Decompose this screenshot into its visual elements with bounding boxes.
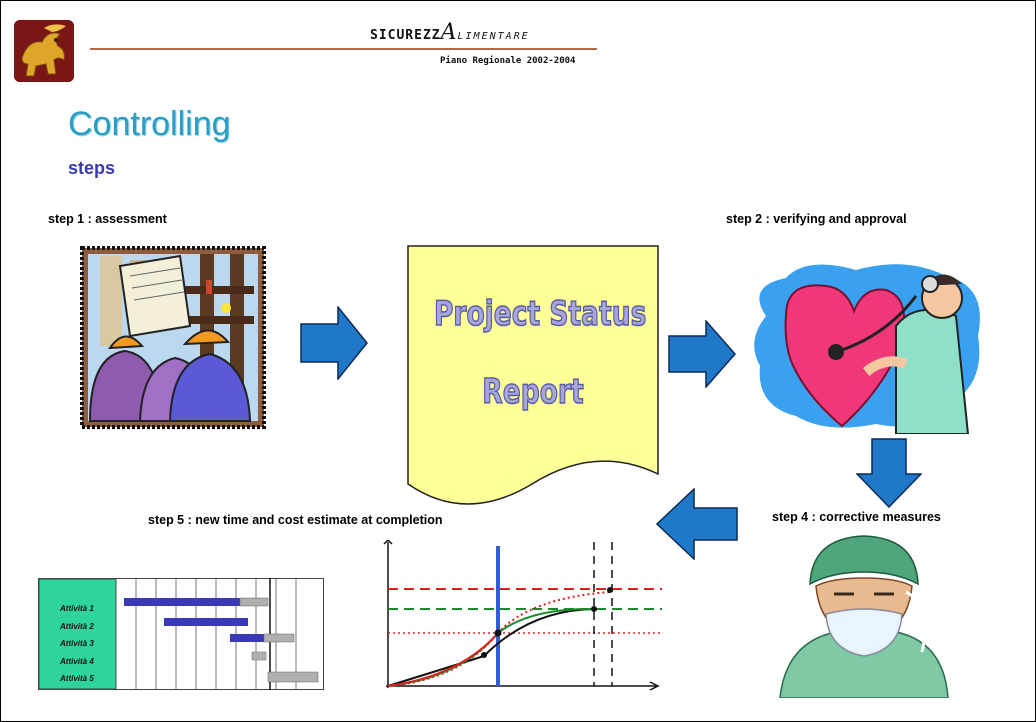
arrow-down-icon — [855, 438, 923, 509]
report-title-line1: Project Status — [433, 293, 647, 335]
step2-label: step 2 : verifying and approval — [726, 212, 907, 226]
page-title: Controlling — [68, 105, 231, 143]
gantt-activity-label: Attività 5 — [60, 674, 94, 683]
gantt-activity-list: Attività 1 Attività 2 Attività 3 Attivit… — [60, 600, 94, 688]
header-subtitle: Piano Regionale 2002-2004 — [440, 56, 576, 66]
step1-label: step 1 : assessment — [48, 212, 167, 226]
construction-clipart-icon — [80, 246, 266, 429]
report-title-line2: Report — [482, 371, 585, 413]
arrow-right-icon — [300, 304, 368, 382]
page-subtitle: steps — [68, 158, 116, 178]
surgeon-clipart-icon — [776, 532, 952, 699]
step5-label: step 5 : new time and cost estimate at c… — [148, 513, 443, 527]
gantt-activity-label: Attività 1 — [60, 604, 94, 613]
step4-label: step 4 : corrective measures — [772, 510, 941, 524]
arrow-right-icon — [668, 319, 736, 389]
gantt-activity-label: Attività 2 — [60, 621, 94, 631]
arrow-left-icon — [655, 487, 738, 561]
header-rule — [90, 48, 597, 50]
doctor-heart-clipart-icon — [746, 256, 988, 435]
project-status-report: Project Status Report — [406, 244, 660, 514]
gantt-activity-label: Attività 3 — [60, 639, 94, 648]
gantt-activity-label: Attività 4 — [60, 656, 94, 666]
lion-logo-icon — [14, 20, 74, 82]
header-brand: SICUREZZALIMENTARE — [370, 20, 530, 45]
gantt-chart: Attività 1 Attività 2 Attività 3 Attivit… — [38, 578, 324, 690]
s-curve-chart — [380, 538, 662, 696]
